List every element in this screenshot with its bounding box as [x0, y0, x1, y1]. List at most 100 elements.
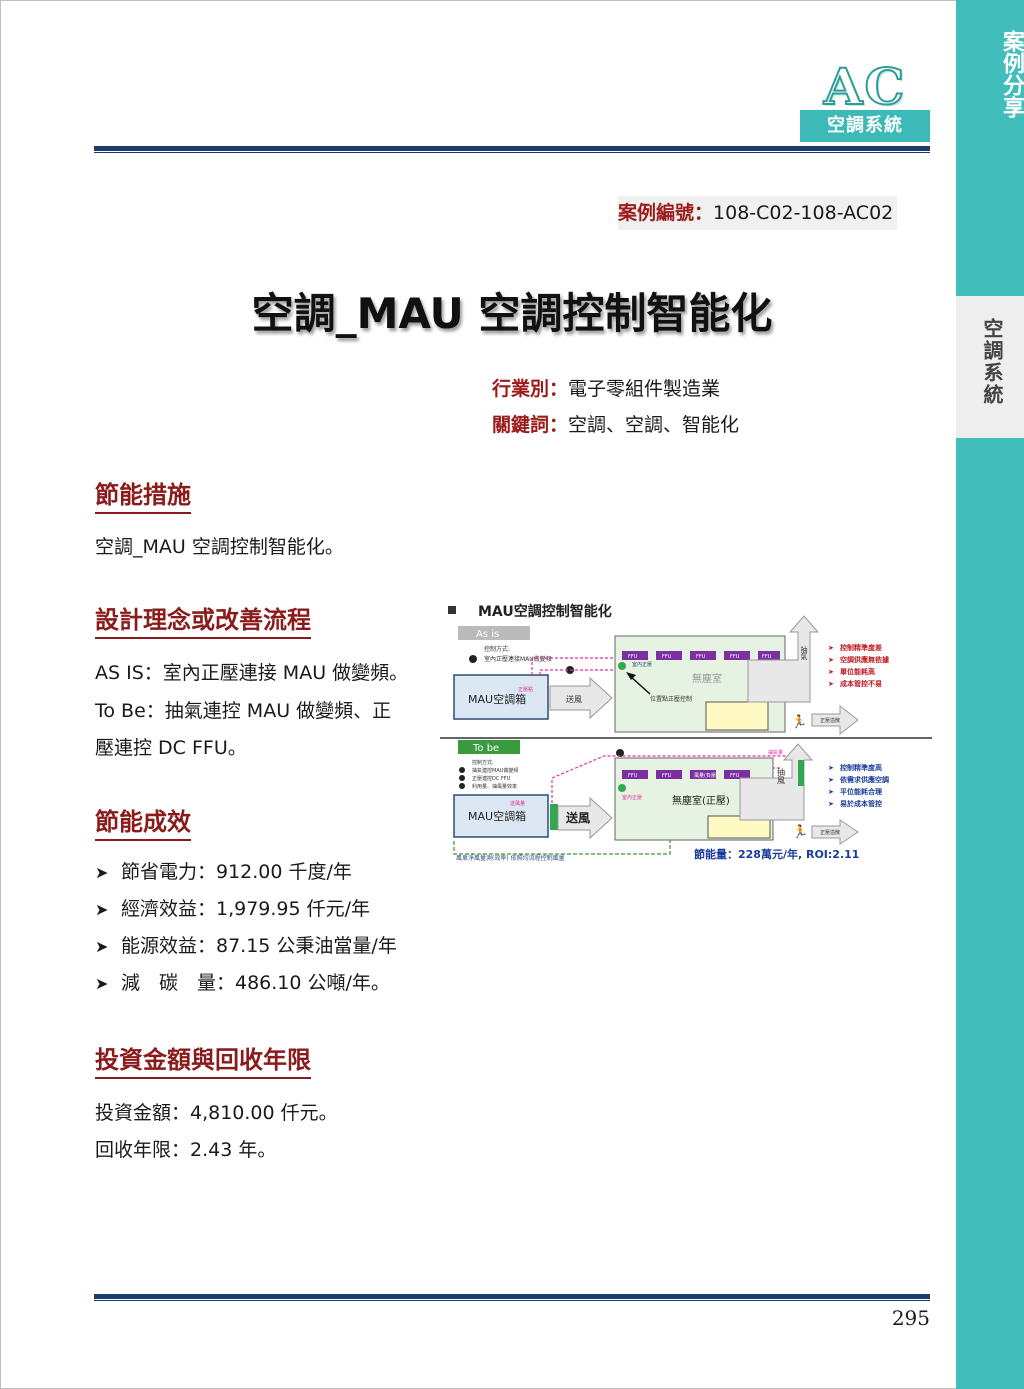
ffu-unit: [724, 651, 750, 660]
marker-icon: [469, 655, 477, 663]
case-number-value: 108-C02-108-AC02: [713, 202, 894, 224]
meta-keywords: 關鍵詞：空調、空調、智能化: [492, 410, 739, 437]
design-line: 壓連控 DC FFU。: [95, 737, 247, 759]
asis-issue: 單位能耗高: [840, 667, 875, 676]
result-text: 減 碳 量：486.10 公噸/年。: [121, 972, 390, 994]
asis-room-label: 無塵室: [692, 672, 722, 685]
side-tab-ac-system[interactable]: 空調系統: [956, 296, 1024, 438]
tobe-sensor-label: 室內正壓: [622, 794, 642, 801]
asis-outlet-arrow-icon: [811, 704, 859, 736]
list-item: ➤經濟效益：1,979.95 仟元/年: [95, 895, 397, 932]
arrow-bullet-icon: ➤: [828, 644, 834, 652]
ffu-unit: [724, 770, 750, 779]
tobe-issue: 平位能耗合理: [840, 787, 882, 796]
tobe-meter-bar: [550, 804, 558, 830]
investment-line: 投資金額：4,810.00 仟元。: [95, 1102, 338, 1124]
asis-alarm-label: 正壓點: [518, 686, 533, 693]
asis-mau-box: [453, 674, 549, 720]
tobe-exhaust-meter-bar: [798, 760, 804, 786]
asis-issue: 成本管控不易: [840, 679, 882, 688]
side-tab-ac-system-label: 空調系統: [980, 318, 1004, 406]
meta-industry-value: 電子零組件製造業: [568, 378, 721, 400]
tobe-equipment-box: [707, 815, 771, 839]
ffu-unit: [656, 651, 682, 660]
ffu-unit: [622, 770, 648, 779]
section-heading-measure: 節能措施: [95, 475, 191, 514]
tobe-meter-label: 送風量: [510, 800, 525, 807]
tobe-tag-label: To be: [472, 743, 499, 754]
asis-equipment-box: [705, 701, 769, 731]
ac-logo-letters: AC: [823, 57, 907, 116]
list-item: ➤ 減 碳 量：486.10 公噸/年。: [95, 969, 397, 1006]
asis-pointer-arrowhead-icon: [626, 672, 636, 680]
page-number: 295: [891, 1306, 930, 1330]
asis-exhaust-label: 抽氣: [800, 645, 808, 660]
tobe-duct-label: 送風: [565, 810, 590, 825]
ffu-label: FFU: [628, 773, 638, 779]
ffu-unit: [656, 770, 682, 779]
ac-logo: AC: [800, 57, 930, 116]
design-line: AS IS：室內正壓連接 MAU 做變頻。: [95, 662, 409, 684]
ffu-label: FFU: [662, 773, 672, 779]
ffu-unit: [758, 651, 780, 660]
arrow-bullet-icon: ➤: [95, 974, 109, 993]
result-text: 經濟效益：1,979.95 仟元/年: [121, 898, 371, 920]
ffu-unit: [622, 651, 648, 660]
ffu-unit: [690, 651, 716, 660]
tobe-loop-line: [453, 838, 671, 855]
tobe-ctrl-line: 抽氣連控MAU做變頻: [472, 767, 518, 774]
ac-logo-label: 空調系統: [800, 110, 930, 142]
asis-duct-label: 送風: [566, 694, 582, 704]
asis-tag: [458, 626, 530, 640]
ffu-label: FFU: [696, 654, 706, 660]
results-list: ➤節省電力：912.00 千度/年 ➤經濟效益：1,979.95 仟元/年 ➤能…: [95, 858, 397, 1006]
meta-keywords-label: 關鍵詞：: [492, 414, 569, 436]
section-heading-investment: 投資金額與回收年限: [95, 1040, 311, 1079]
section-heading-design: 設計理念或改善流程: [95, 600, 311, 639]
mau-control-diagram: MAU空調控制智能化 As is 控制方式: 室內正壓連接MAU做變頻 MAU空…: [440, 603, 932, 862]
tobe-footer-left: 風車淨風量測(效率) 依照均流程控制風量: [456, 854, 565, 862]
figure-title: MAU空調控制智能化: [478, 603, 612, 620]
result-text: 能源效益：87.15 公秉油當量/年: [121, 935, 397, 957]
tobe-exhaust-meter-label: 抽氣量: [768, 749, 783, 756]
arrow-bullet-icon: ➤: [828, 800, 834, 808]
arrow-bullet-icon: ➤: [95, 937, 109, 956]
asis-issue: 空調供應無依據: [840, 655, 890, 664]
meta-industry-label: 行業別：: [492, 378, 569, 400]
arrow-bullet-icon: ➤: [828, 680, 834, 688]
tobe-supply-arrow-icon: [557, 796, 613, 840]
tobe-ctrl-line: 利用量、抽風量效率: [472, 783, 517, 790]
tobe-tag: [458, 740, 520, 754]
tobe-issue: 易於成本管控: [840, 799, 882, 808]
asis-mau-label: MAU空調箱: [468, 692, 526, 706]
tobe-ctrl-title: 控制方式:: [472, 759, 494, 766]
tobe-issue: 控制精準度高: [840, 763, 882, 772]
tobe-exhaust-riser: [739, 743, 814, 821]
case-number-label: 案例編號：: [618, 202, 714, 224]
tobe-outlet-label: 正壓溢散: [820, 829, 840, 836]
running-person-icon: 🏃: [792, 824, 808, 840]
header-rule: [94, 146, 930, 151]
asis-supply-arrow-icon: [549, 676, 613, 720]
asis-ctrl-line: 室內正壓連接MAU做變頻: [484, 655, 552, 663]
marker-icon: [616, 749, 624, 757]
side-tab-case-share[interactable]: 案例分享: [999, 30, 1024, 118]
arrow-bullet-icon: ➤: [828, 776, 834, 784]
footer-rule: [94, 1294, 930, 1299]
ffu-mid-label: 風量(負壓): [694, 772, 718, 779]
tobe-mau-label: MAU空調箱: [468, 809, 526, 823]
tobe-footer-right: 節能量：228萬元/年, ROI:2.11: [694, 847, 859, 861]
list-item: ➤節省電力：912.00 千度/年: [95, 858, 397, 895]
measure-text: 空調_MAU 空調控制智能化。: [95, 536, 344, 558]
side-tab-strip: [956, 0, 1024, 1389]
marker-icon: [459, 783, 465, 789]
figure-title-bullet-icon: [448, 606, 456, 614]
ffu-label: FFU: [662, 654, 672, 660]
tobe-signal-line: [551, 755, 800, 803]
asis-sensor-label: 室內正壓: [632, 661, 652, 668]
asis-note: 位置點正壓控制: [650, 695, 692, 703]
page-title: 空調_MAU 空調控制智能化: [251, 289, 773, 338]
asis-outlet-label: 正壓溢散: [820, 717, 840, 724]
investment-line: 回收年限：2.43 年。: [95, 1139, 277, 1161]
asis-issue: 控制精準度差: [840, 643, 882, 652]
